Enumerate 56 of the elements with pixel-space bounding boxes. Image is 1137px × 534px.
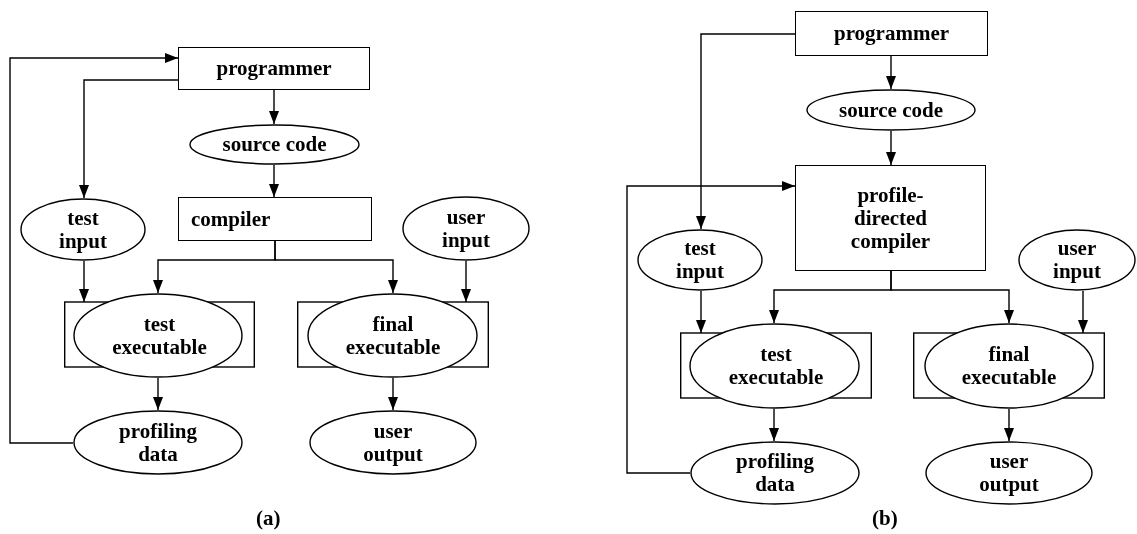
arrow bbox=[461, 260, 471, 303]
ellipse-node bbox=[189, 124, 360, 165]
ellipse-node bbox=[309, 410, 477, 475]
arrow bbox=[79, 260, 89, 303]
arrow bbox=[886, 130, 896, 166]
arrow bbox=[269, 164, 279, 198]
node-label: profiling data bbox=[119, 419, 197, 466]
node-label: test executable bbox=[112, 312, 207, 359]
ellipse-node bbox=[690, 441, 860, 505]
ellipse-node bbox=[73, 410, 243, 475]
arrow bbox=[626, 181, 796, 474]
node-label: user output bbox=[363, 419, 423, 466]
arrow bbox=[153, 377, 163, 411]
arrow bbox=[890, 270, 1014, 324]
ellipse-node bbox=[637, 229, 763, 291]
process-box bbox=[178, 47, 370, 90]
arrow bbox=[1004, 408, 1014, 442]
node-label: test input bbox=[676, 237, 724, 283]
process-box bbox=[178, 197, 372, 241]
arrow bbox=[274, 240, 398, 294]
process-box bbox=[795, 11, 988, 56]
node-label: user input bbox=[1053, 237, 1101, 283]
node-label: programmer bbox=[216, 57, 332, 80]
executable-node bbox=[64, 293, 255, 378]
node-label: compiler bbox=[191, 207, 271, 231]
node-label: user output bbox=[979, 450, 1039, 496]
executable-node bbox=[297, 293, 489, 378]
node-label: final executable bbox=[961, 343, 1057, 389]
executable-node bbox=[913, 323, 1105, 409]
ellipse-node bbox=[402, 196, 530, 261]
arrow bbox=[769, 408, 779, 442]
arrow bbox=[9, 53, 179, 444]
node-label: profiling data bbox=[736, 450, 814, 496]
ellipse-node bbox=[20, 198, 146, 261]
arrow bbox=[696, 33, 796, 230]
executable-node bbox=[680, 323, 872, 409]
node-label: source code bbox=[839, 98, 943, 122]
ellipse-node bbox=[925, 441, 1093, 505]
arrow bbox=[696, 290, 706, 334]
node-label: programmer bbox=[833, 22, 950, 45]
panel-caption: (b) bbox=[872, 506, 898, 530]
arrow bbox=[388, 377, 398, 411]
node-label: user input bbox=[442, 205, 490, 252]
node-label: test input bbox=[59, 206, 107, 253]
process-box bbox=[795, 165, 986, 271]
panel-caption: (a) bbox=[256, 506, 281, 530]
arrow bbox=[269, 89, 279, 125]
node-label: test executable bbox=[728, 343, 824, 389]
arrow bbox=[79, 79, 179, 199]
node-label: source code bbox=[222, 133, 327, 156]
arrow bbox=[886, 55, 896, 90]
node-label: profile- directed compiler bbox=[850, 183, 931, 253]
ellipse-node bbox=[1018, 229, 1136, 291]
node-label: final executable bbox=[345, 312, 441, 359]
arrow bbox=[1078, 290, 1088, 334]
ellipse-node bbox=[806, 89, 976, 131]
